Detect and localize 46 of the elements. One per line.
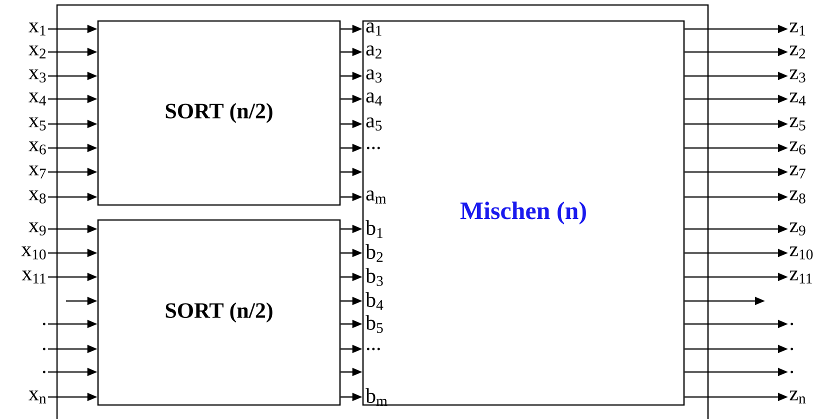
output-label: z$_{n}$ <box>790 390 806 404</box>
input-label: x$_{8}$ <box>28 190 46 204</box>
output-label: z$_{3}$ <box>790 70 806 82</box>
ellipsis-dot: . <box>42 322 46 326</box>
output-label: z$_{10}$ <box>790 246 813 260</box>
input-label: x$_{9}$ <box>28 222 46 236</box>
sort-box: SORT (n/2) <box>97 20 341 206</box>
output-label: z$_{2}$ <box>790 46 806 58</box>
ellipsis-dot: . <box>42 348 46 350</box>
output-label: z$_{6}$ <box>790 142 806 154</box>
input-label: x$_{11}$ <box>22 270 46 284</box>
input-label: x$_{1}$ <box>28 22 46 36</box>
input-label: x$_{n}$ <box>28 390 46 404</box>
edge-label: ... <box>366 348 380 350</box>
edge-label: ... <box>366 146 380 150</box>
edge-label: b$_{4}$ <box>366 292 384 310</box>
ellipsis-dot: . <box>790 348 794 350</box>
output-label: z$_{1}$ <box>790 22 805 36</box>
output-label: z$_{9}$ <box>790 222 806 236</box>
edge-label: b$_{2}$ <box>366 244 383 262</box>
input-label: x$_{3}$ <box>28 70 46 82</box>
edge-label: b$_{5}$ <box>366 315 383 333</box>
edge-label: b$_{1}$ <box>366 220 383 238</box>
output-label: z$_{5}$ <box>790 118 806 130</box>
ellipsis-dot: . <box>790 322 794 326</box>
edge-label: a$_{4}$ <box>366 92 382 106</box>
output-label: z$_{11}$ <box>790 270 812 284</box>
input-label: x$_{6}$ <box>28 142 46 154</box>
input-label: x$_{10}$ <box>21 246 46 260</box>
ellipsis-dot: . <box>42 370 46 374</box>
ellipsis-dot: . <box>790 370 794 374</box>
input-label: x$_{7}$ <box>28 166 46 178</box>
edge-label: a$_{3}$ <box>366 69 382 83</box>
input-label: x$_{5}$ <box>28 118 46 130</box>
edge-label: b$_{3}$ <box>366 268 383 286</box>
edge-label: a$_{1}$ <box>366 22 382 36</box>
edge-label: a$_{2}$ <box>366 46 382 58</box>
sort-box: SORT (n/2) <box>97 219 341 406</box>
output-label: z$_{4}$ <box>790 92 806 106</box>
edge-label: a$_{m}$ <box>366 190 386 204</box>
frame-box <box>56 4 709 419</box>
input-label: x$_{2}$ <box>28 46 46 58</box>
output-label: z$_{8}$ <box>790 190 806 204</box>
edge-label: a$_{5}$ <box>366 117 382 131</box>
output-label: z$_{7}$ <box>790 166 806 178</box>
input-label: x$_{4}$ <box>28 92 46 106</box>
